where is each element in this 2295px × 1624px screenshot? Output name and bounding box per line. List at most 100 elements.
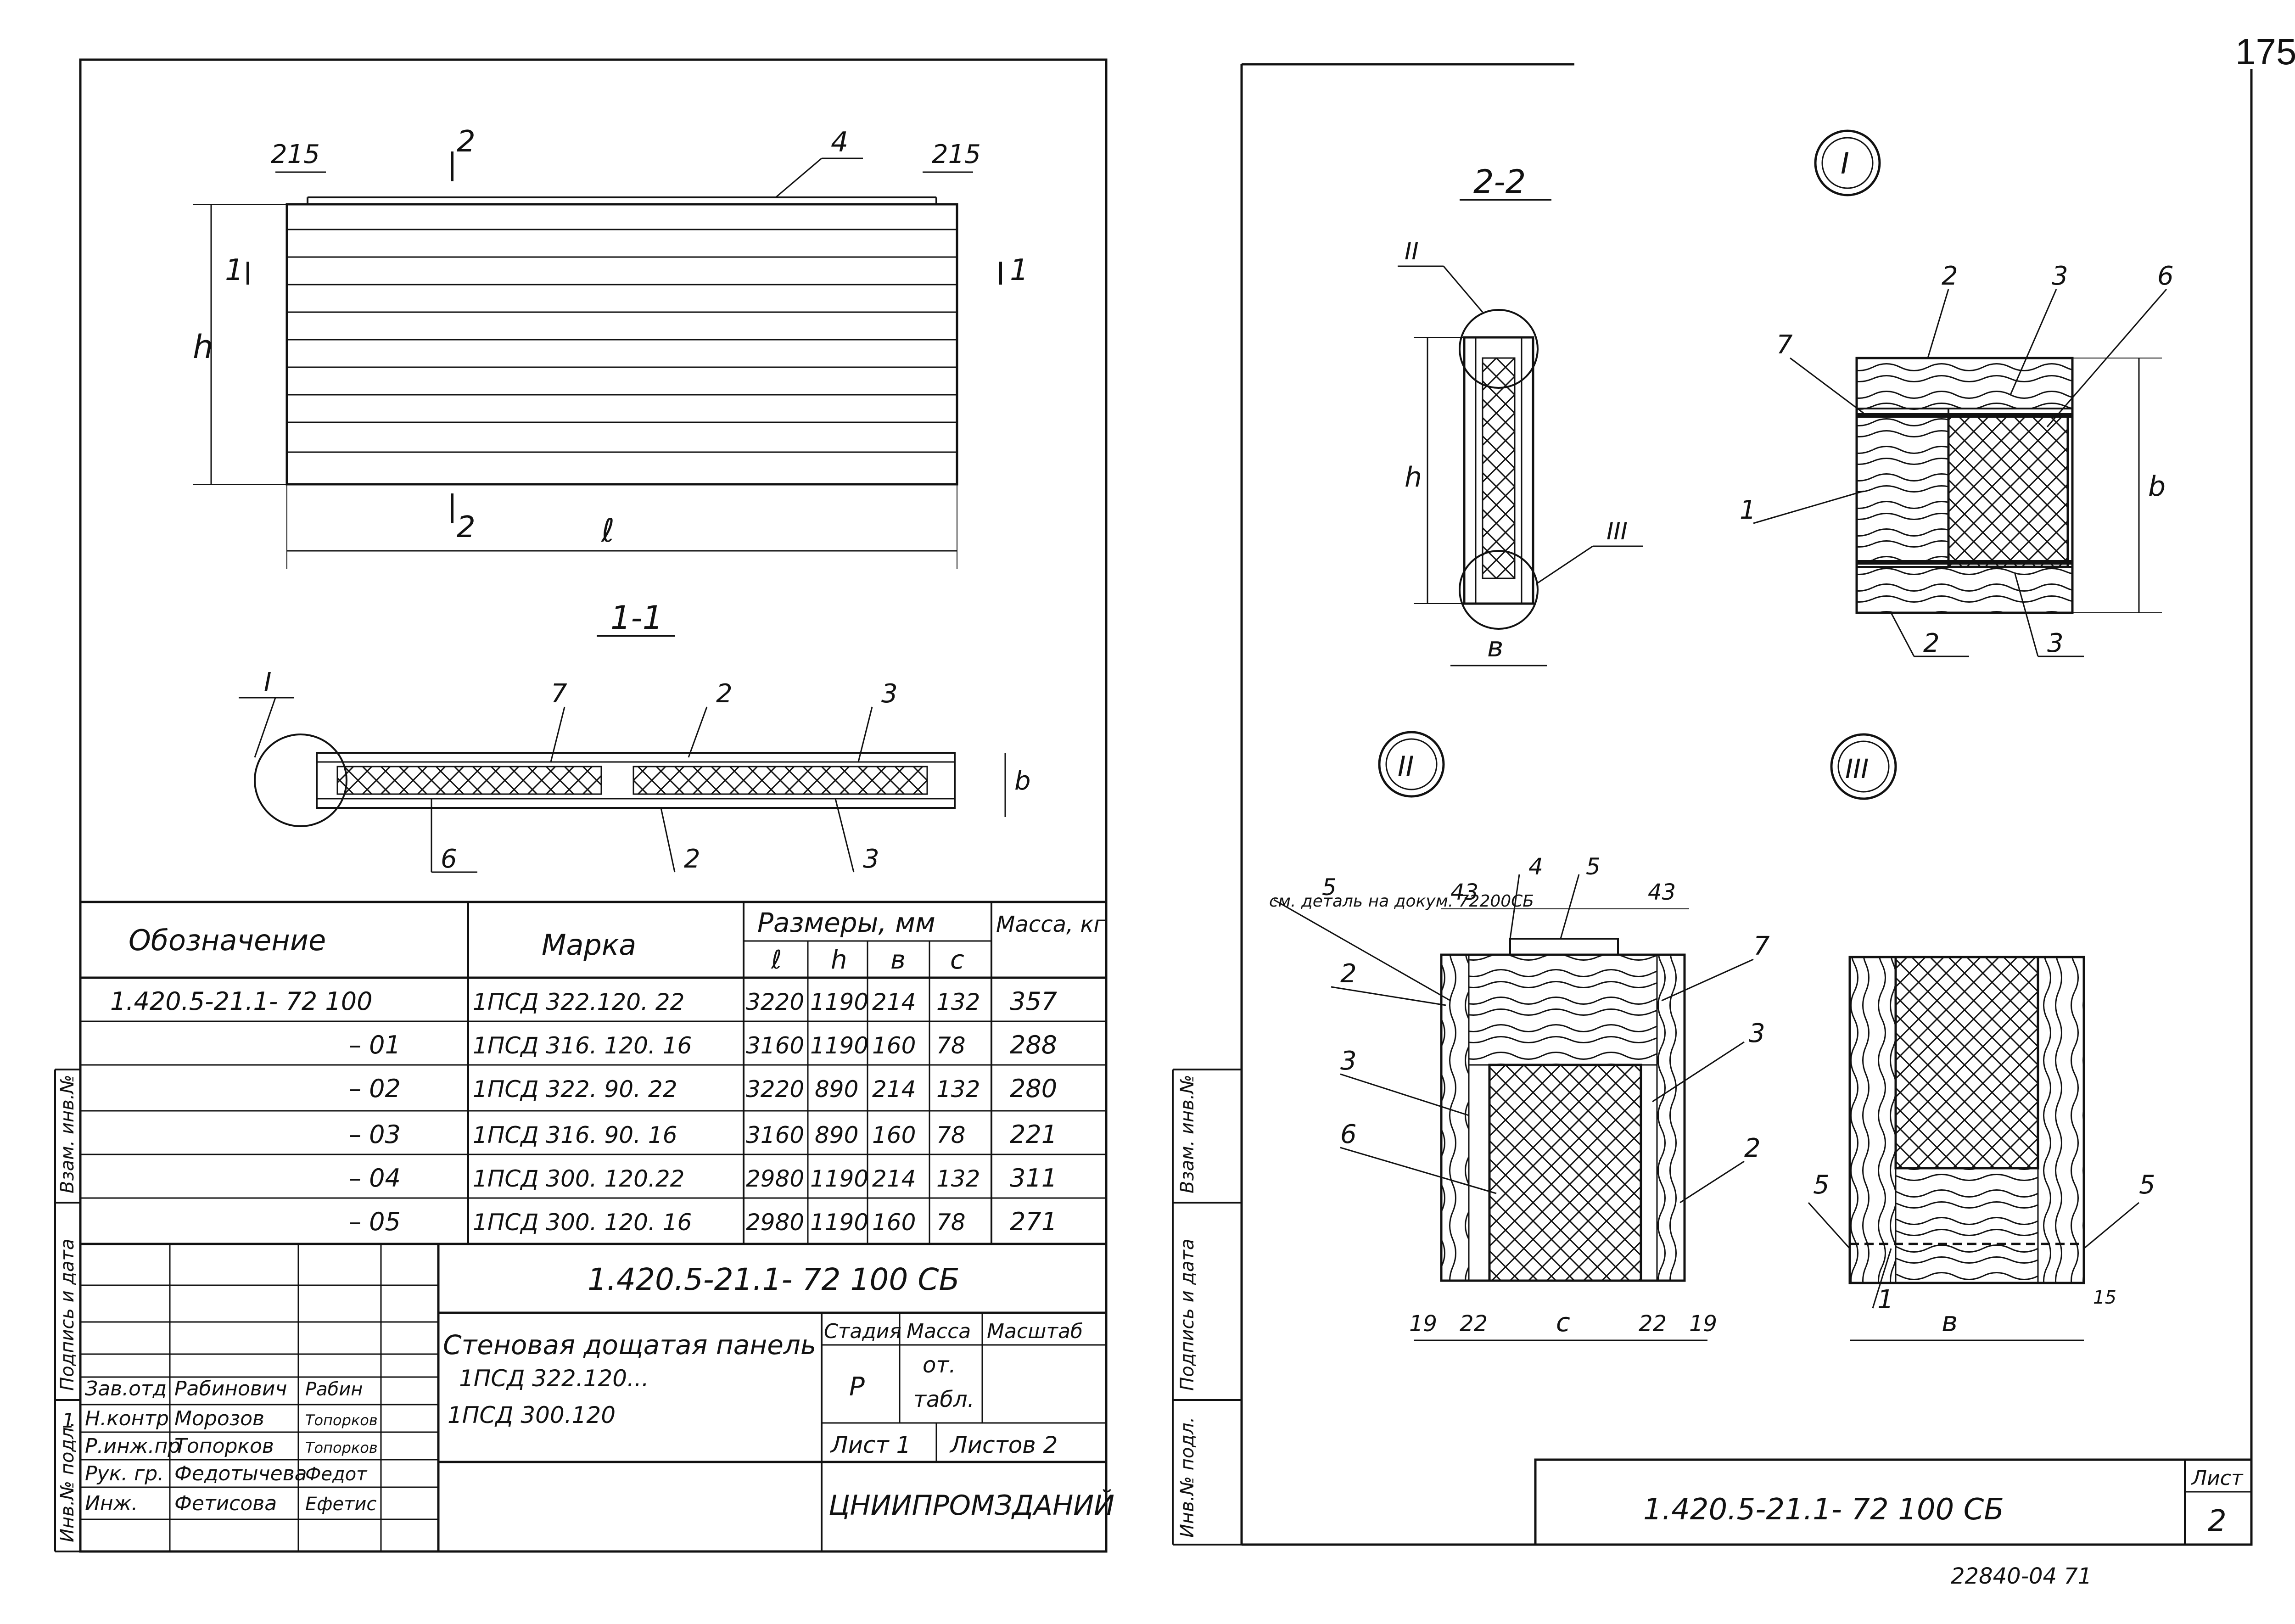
section-2-2-dim-b: в (1487, 631, 1503, 663)
section-2-2: 2-2 II III h в (1398, 163, 1643, 666)
cell-mark: 1ПСД 322.120. 22 (473, 989, 684, 1015)
detail-II-dim-19-right: 19 (1689, 1311, 1717, 1337)
detail-I-label: I (1841, 147, 1849, 181)
stage-value: Р (849, 1372, 865, 1402)
doc-name-line3: 1ПСД 300.120 (448, 1402, 616, 1428)
detail-II-badge (1378, 731, 1445, 798)
detail-III-dim-b: в (1942, 1306, 1958, 1338)
detail-II-callout-7: 7 (1753, 931, 1770, 961)
section-mark-2-top: 2 (457, 125, 476, 159)
cell-b: 160 (872, 1209, 916, 1236)
cell-b: 160 (872, 1122, 916, 1148)
detail-III-badge (1830, 733, 1897, 800)
doc-code: 1.420.5-21.1- 72 100 СБ (588, 1262, 960, 1297)
height-dim-label: h (193, 328, 213, 366)
staff-role: Рук. гр. (85, 1462, 164, 1485)
callout-I: I (264, 667, 272, 697)
table-row: – 04 1ПСД 300. 120.22 2980 1190 214 132 … (349, 1164, 1057, 1193)
end-dim-right: 215 (932, 140, 981, 169)
staff-sign: Федот (305, 1464, 368, 1485)
cell-h: 1190 (810, 1165, 868, 1192)
section-2-2-outline (1463, 336, 1534, 605)
left-side-stamp: Взам. инв.№ Подпись и дата Инв.№ подл. (54, 1069, 80, 1552)
detail-III-callout-5-right: 5 (2139, 1170, 2155, 1200)
detail-II-top-board (1509, 938, 1619, 956)
th-h: h (831, 945, 847, 975)
detail-II-callout-5-top: 5 (1586, 853, 1601, 880)
right-sheet: Взам. инв.№ Подпись и дата Инв.№ подл. 2… (1172, 63, 2253, 1589)
detail-I-callout-3-top: 3 (2052, 261, 2068, 291)
th-b: в (890, 945, 906, 975)
right-side-stamp: Взам. инв.№ Подпись и дата Инв.№ подл. (1172, 1069, 1242, 1546)
cell-mass: 288 (1010, 1030, 1057, 1059)
cell-designation: – 04 (349, 1164, 401, 1193)
callout-3-bottom: 3 (863, 844, 879, 874)
table-row: 1.420.5-21.1- 72 100 1ПСД 322.120. 22 32… (110, 987, 1057, 1016)
end-dim-left: 215 (271, 140, 320, 169)
detail-I-badge (1814, 129, 1881, 196)
sheet-label: Лист 1 (830, 1432, 911, 1458)
sheets-label: Листов 2 (949, 1432, 1058, 1458)
callout-7: 7 (551, 679, 567, 709)
th-designation: Обозначение (129, 924, 326, 957)
staff-role: Инж. (85, 1492, 138, 1515)
cell-b: 214 (872, 989, 916, 1015)
cell-b: 214 (872, 1076, 916, 1103)
detail-II-callout-5-left: 5 (1322, 874, 1337, 901)
th-mass: Масса, кг (996, 912, 1106, 937)
cell-designation: 1.420.5-21.1- 72 100 (110, 987, 372, 1016)
section-mark-1-left: 1 (225, 253, 244, 287)
detail-II-dim-22-left: 22 (1460, 1311, 1488, 1337)
detail-II-label: II (1398, 750, 1414, 783)
cell-mark: 1ПСД 322. 90. 22 (473, 1076, 677, 1103)
cell-l: 2980 (746, 1165, 804, 1192)
table-row: – 01 1ПСД 316. 120. 16 3160 1190 160 78 … (349, 1030, 1057, 1059)
right-title-block: 1.420.5-21.1- 72 100 СБ Лист 2 (1534, 1458, 2253, 1546)
section-mark-2-bottom: 2 (457, 510, 476, 544)
right-doc-code: 1.420.5-21.1- 72 100 СБ (1643, 1493, 2004, 1527)
section-2-2-dim-h: h (1405, 461, 1422, 493)
cell-h: 890 (815, 1076, 858, 1103)
cell-c: 132 (936, 1076, 980, 1103)
footer-code: 22840-04 71 (1951, 1563, 2092, 1589)
detail-III-label: III (1845, 753, 1869, 784)
detail-III-dim-15: 15 (2093, 1287, 2116, 1308)
detail-II-dim-22-right: 22 (1639, 1311, 1667, 1337)
callout-3-top: 3 (881, 679, 898, 709)
detail-I-callout-6: 6 (2157, 261, 2174, 291)
cell-h: 1190 (810, 1032, 868, 1059)
detail-III-marker (1459, 550, 1539, 630)
insulation-right (633, 766, 928, 795)
callout-2-bottom: 2 (684, 844, 700, 874)
detail-II-callout-2-right: 2 (1744, 1133, 1761, 1163)
stamp-sign-date: Подпись и дата (57, 1239, 78, 1391)
detail-II-callout-4: 4 (1528, 853, 1543, 880)
staff-name: Морозов (174, 1407, 264, 1430)
cell-l: 3160 (746, 1122, 804, 1148)
doc-name-line1: Стеновая дощатая панель (443, 1329, 816, 1361)
section-mark-1-right: 1 (1010, 253, 1029, 287)
mass-label: Масса (907, 1320, 971, 1343)
mass-value-2: табл. (913, 1387, 974, 1412)
detail-II-callout-2-left: 2 (1340, 959, 1357, 989)
cell-mass: 271 (1010, 1207, 1057, 1236)
detail-I-callout-2-bottom: 2 (1923, 628, 1940, 658)
detail-I-marker (254, 734, 347, 827)
cell-mark: 1ПСД 300. 120.22 (473, 1165, 684, 1192)
stamp-inv-orig: Инв.№ подл. (1177, 1417, 1198, 1538)
th-mark: Марка (542, 928, 636, 962)
staff-name: Рабинович (174, 1377, 287, 1400)
section-1-1-outline (316, 752, 956, 809)
cell-designation: – 02 (349, 1074, 401, 1103)
detail-II-dim-43-right: 43 (1648, 879, 1676, 905)
callout-6: 6 (441, 844, 457, 874)
cell-designation: – 03 (349, 1120, 401, 1149)
cell-h: 1190 (810, 989, 868, 1015)
cell-l: 3220 (746, 989, 804, 1015)
left-sheet-frame (79, 58, 1108, 1553)
detail-III-callout-5-left: 5 (1813, 1170, 1830, 1200)
change-mark: 1 (62, 1409, 75, 1433)
cell-mark: 1ПСД 300. 120. 16 (473, 1209, 692, 1236)
callout-III-ref: III (1606, 518, 1628, 545)
panel-plan-view: h ℓ 215 215 1 1 2 2 4 (193, 125, 1029, 569)
